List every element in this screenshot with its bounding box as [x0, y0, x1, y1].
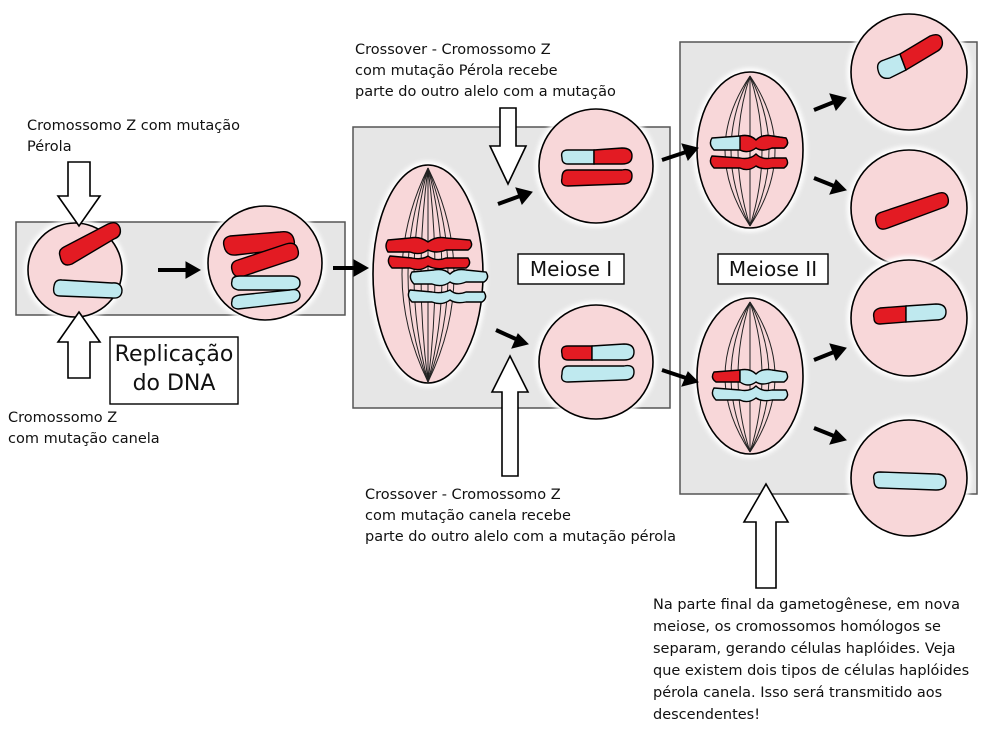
- meiose1-label: Meiose I: [529, 257, 613, 281]
- replicacao-label-line1: Replicação: [114, 342, 234, 367]
- meiose2-box: [717, 253, 829, 285]
- arrow-down-crossover-top: [488, 107, 528, 186]
- cell-initial: [24, 219, 126, 321]
- process-arrows: [158, 93, 847, 445]
- annotation-z-canela: Cromossomo Z com mutação canela: [8, 410, 160, 447]
- cell-meiosis-1-bottom: [535, 301, 657, 423]
- chromosome-z-perola: [58, 221, 122, 266]
- arrow-up-canela: [56, 310, 102, 379]
- cell-meiosis-1-top: [535, 105, 657, 227]
- cell-meiosis-1: [369, 161, 489, 387]
- annotation-crossover-top: Crossover - Cromossomo Z com mutação Pér…: [355, 42, 616, 100]
- cell-replicated: [204, 202, 326, 324]
- arrow-down-perola: [56, 161, 102, 228]
- cell-haploid-4: [847, 416, 971, 540]
- replicacao-label-line2: do DNA: [132, 371, 216, 396]
- bivalent-blue: [409, 268, 489, 287]
- arrow-up-crossover-bottom: [490, 354, 530, 477]
- annotation-crossover-bottom: Crossover - Cromossomo Z com mutação can…: [365, 487, 677, 545]
- replicacao-box: [109, 336, 239, 405]
- chromosome-z-canela: [52, 279, 123, 299]
- cell-haploid-2: [847, 146, 971, 270]
- cell-haploid-1: [847, 10, 971, 134]
- chromatid-blue-2: [230, 288, 301, 310]
- arrow-up-gametogenese: [742, 482, 790, 589]
- meiose2-label: Meiose II: [728, 257, 818, 281]
- cell-meiosis-2-top: [693, 68, 807, 232]
- cell-meiosis-2-bottom: [693, 294, 807, 458]
- pointer-arrows: [56, 107, 790, 589]
- bivalent-red: [385, 236, 473, 255]
- annotation-z-perola: Cromossomo Z com mutação Pérola: [27, 118, 240, 155]
- cell-haploid-3: [847, 256, 971, 380]
- chromatid-blue-1: [230, 275, 301, 291]
- meiose1-box: [517, 253, 625, 285]
- annotation-gametogenese: Na parte final da gametogênese, em nova …: [653, 597, 970, 723]
